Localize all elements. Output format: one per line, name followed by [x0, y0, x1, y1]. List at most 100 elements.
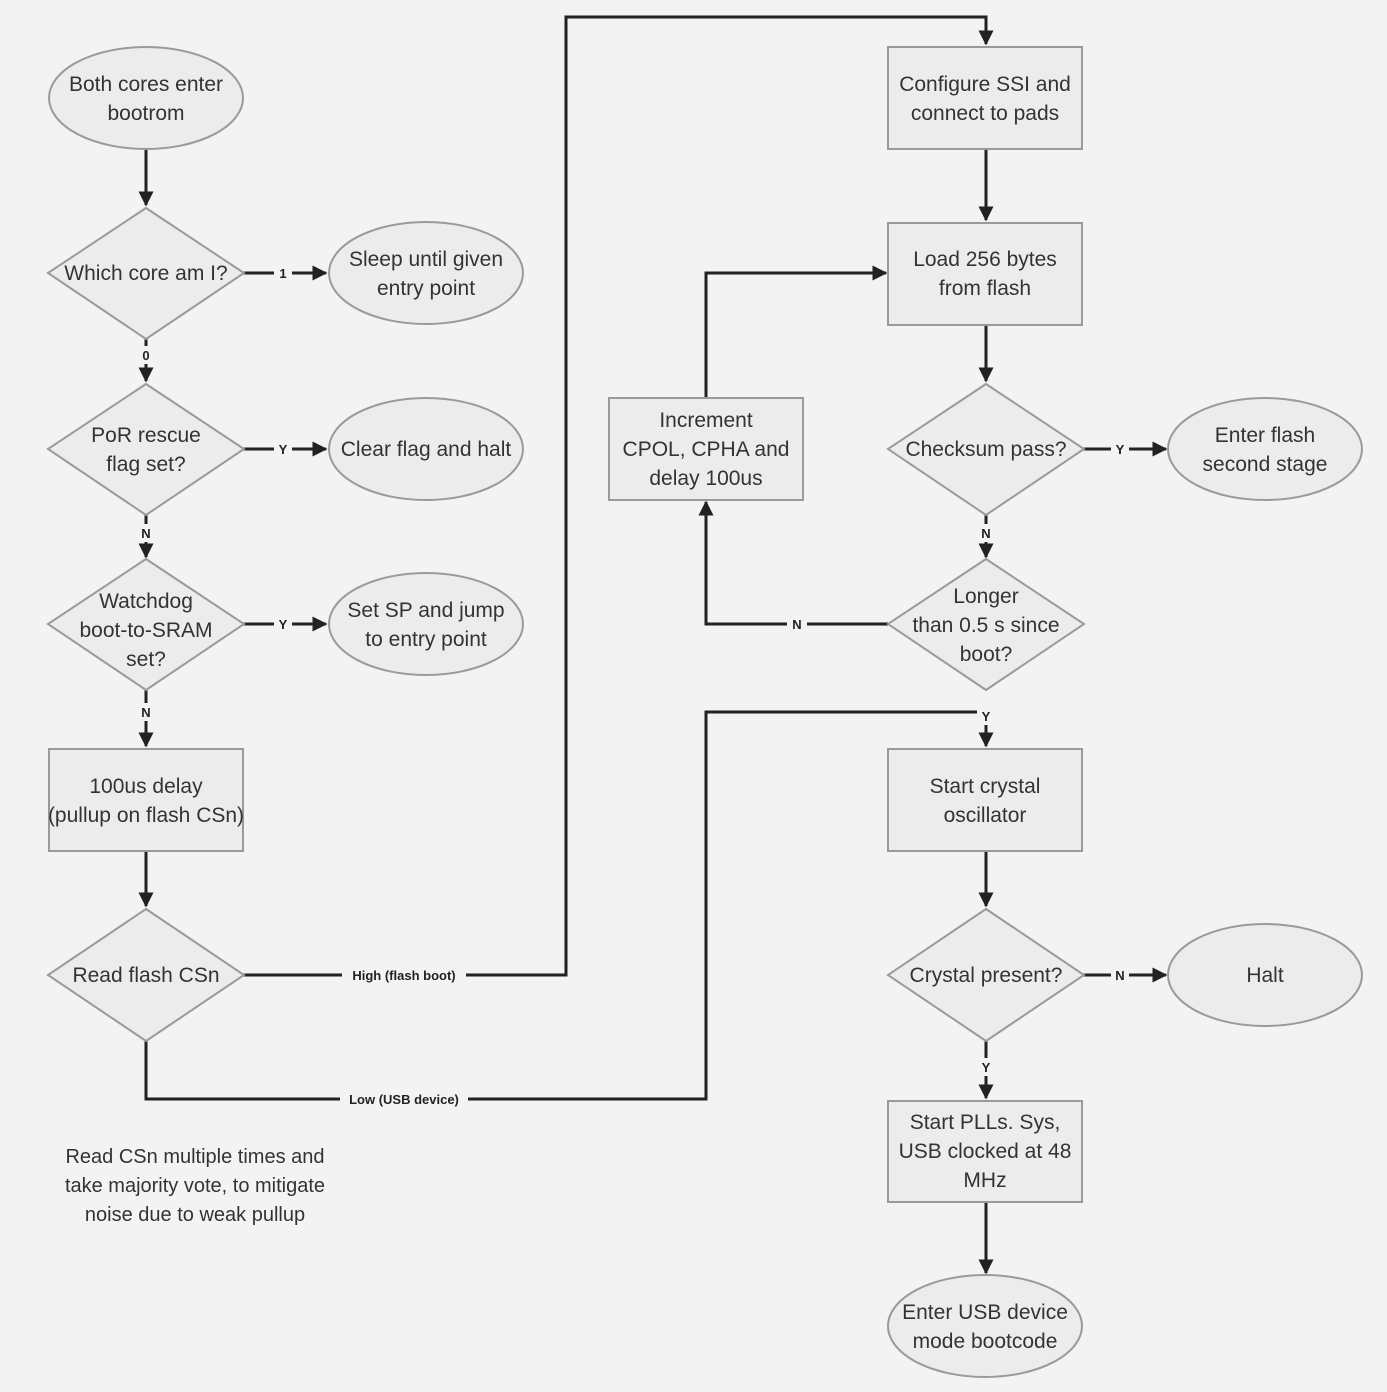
node-enter-usb: Enter USB device mode bootcode: [887, 1274, 1083, 1378]
edge-label-checksum-n: N: [981, 526, 990, 541]
edge-increment-to-load: [704, 265, 888, 398]
edge-label-wd-n: N: [141, 705, 150, 720]
node-start: Both cores enter bootrom: [48, 46, 244, 150]
svg-text:Clear flag and halt: Clear flag and halt: [341, 438, 512, 461]
svg-text:Checksum pass?: Checksum pass?: [905, 438, 1066, 461]
node-set-sp: Set SP and jump to entry point: [328, 572, 524, 676]
node-start-plls-line-3: MHz: [963, 1169, 1006, 1192]
svg-text:Start PLLs. Sys,USB clocked at: Start PLLs. Sys, USB clocked at 48 MHz: [899, 1111, 1072, 1192]
node-enter-flash: Enter flash second stage: [1167, 397, 1363, 501]
node-start-crystal: Start crystal oscillator: [887, 748, 1083, 852]
node-halt-line-1: Halt: [1246, 964, 1284, 987]
edge-label-por-y: Y: [279, 442, 288, 457]
node-increment-line-1: Increment: [659, 409, 753, 432]
node-sleep-line-1: Sleep until given: [349, 248, 503, 271]
node-start-crystal-line-2: oscillator: [944, 804, 1027, 827]
node-longer-line-2: than 0.5 s since: [912, 614, 1059, 637]
node-start-line-2: bootrom: [107, 102, 184, 125]
note-majority-vote: Read CSn multiple times and take majority…: [65, 1146, 325, 1226]
note-line-3: noise due to weak pullup: [85, 1204, 305, 1226]
edge-label-checksum-y: Y: [1116, 442, 1125, 457]
node-delay-line-2: (pullup on flash CSn): [48, 804, 244, 827]
node-increment-line-2: CPOL, CPHA and: [623, 438, 790, 461]
node-checksum-line-1: Checksum pass?: [905, 438, 1066, 461]
node-start-line-1: Both cores enter: [69, 73, 223, 96]
node-crystal-present: Crystal present?: [886, 907, 1086, 1043]
node-watchdog-line-2: boot-to-SRAM: [79, 619, 212, 642]
svg-text:100us delay(pullup on flash CS: 100us delay (pullup on flash CSn): [48, 775, 244, 827]
node-longer-line-1: Longer: [953, 585, 1018, 608]
node-enter-usb-line-1: Enter USB device: [902, 1301, 1068, 1324]
node-start-plls: Start PLLs. Sys, USB clocked at 48 MHz: [887, 1100, 1083, 1203]
node-start-plls-line-1: Start PLLs. Sys,: [910, 1111, 1061, 1134]
node-clear-halt: Clear flag and halt: [328, 397, 524, 501]
edge-label-usb-device: Low (USB device): [349, 1092, 459, 1107]
node-configure-ssi: Configure SSI and connect to pads: [887, 46, 1083, 150]
edge-label-longer-n: N: [792, 617, 801, 632]
edge-longer-n-to-increment: [698, 500, 888, 626]
node-configure-ssi-line-1: Configure SSI and: [899, 73, 1071, 96]
edge-label-longer-y: Y: [982, 709, 991, 724]
node-start-plls-line-2: USB clocked at 48: [899, 1140, 1072, 1163]
node-checksum: Checksum pass?: [886, 382, 1086, 517]
node-configure-ssi-line-2: connect to pads: [911, 102, 1059, 125]
node-por-rescue: PoR rescue flag set?: [46, 382, 246, 517]
node-por-rescue-line-1: PoR rescue: [91, 424, 201, 447]
node-set-sp-line-2: to entry point: [365, 628, 487, 651]
node-enter-usb-line-2: mode bootcode: [913, 1330, 1058, 1353]
edge-label-flash-boot: High (flash boot): [352, 968, 455, 983]
node-watchdog: Watchdog boot-to-SRAM set?: [46, 557, 246, 692]
node-load-256-line-2: from flash: [939, 277, 1031, 300]
node-read-csn: Read flash CSn: [46, 907, 246, 1043]
node-delay-line-1: 100us delay: [89, 775, 203, 798]
node-load-256-line-1: Load 256 bytes: [913, 248, 1057, 271]
node-increment-line-3: delay 100us: [649, 467, 762, 490]
node-load-256: Load 256 bytes from flash: [887, 222, 1083, 326]
node-longer: Longer than 0.5 s since boot?: [886, 557, 1086, 692]
node-which-core: Which core am I?: [46, 206, 246, 341]
node-crystal-present-line-1: Crystal present?: [910, 964, 1063, 987]
edge-label-core-0: 0: [142, 348, 149, 363]
node-halt: Halt: [1167, 923, 1363, 1027]
svg-text:Read flash CSn: Read flash CSn: [72, 964, 219, 987]
node-longer-line-3: boot?: [960, 643, 1013, 666]
node-sleep: Sleep until given entry point: [328, 221, 524, 325]
node-enter-flash-line-2: second stage: [1203, 453, 1328, 476]
note-line-2: take majority vote, to mitigate: [65, 1175, 325, 1197]
node-enter-flash-line-1: Enter flash: [1215, 424, 1315, 447]
node-sleep-line-2: entry point: [377, 277, 475, 300]
node-por-rescue-line-2: flag set?: [106, 453, 185, 476]
edge-label-crystal-n: N: [1115, 968, 1124, 983]
node-start-crystal-line-1: Start crystal: [930, 775, 1041, 798]
svg-text:Halt: Halt: [1246, 964, 1284, 987]
svg-text:Crystal present?: Crystal present?: [910, 964, 1063, 987]
node-watchdog-line-3: set?: [126, 648, 166, 671]
edge-label-core-1: 1: [279, 266, 286, 281]
node-set-sp-line-1: Set SP and jump: [347, 599, 504, 622]
note-line-1: Read CSn multiple times and: [65, 1146, 324, 1168]
edge-label-wd-y: Y: [279, 617, 288, 632]
node-delay: 100us delay (pullup on flash CSn): [48, 748, 244, 852]
svg-text:Which core am I?: Which core am I?: [64, 262, 227, 285]
edge-label-crystal-y: Y: [982, 1060, 991, 1075]
node-watchdog-line-1: Watchdog: [99, 590, 193, 613]
node-clear-halt-line-1: Clear flag and halt: [341, 438, 512, 461]
edge-label-por-n: N: [141, 526, 150, 541]
node-which-core-line-1: Which core am I?: [64, 262, 227, 285]
node-read-csn-line-1: Read flash CSn: [72, 964, 219, 987]
